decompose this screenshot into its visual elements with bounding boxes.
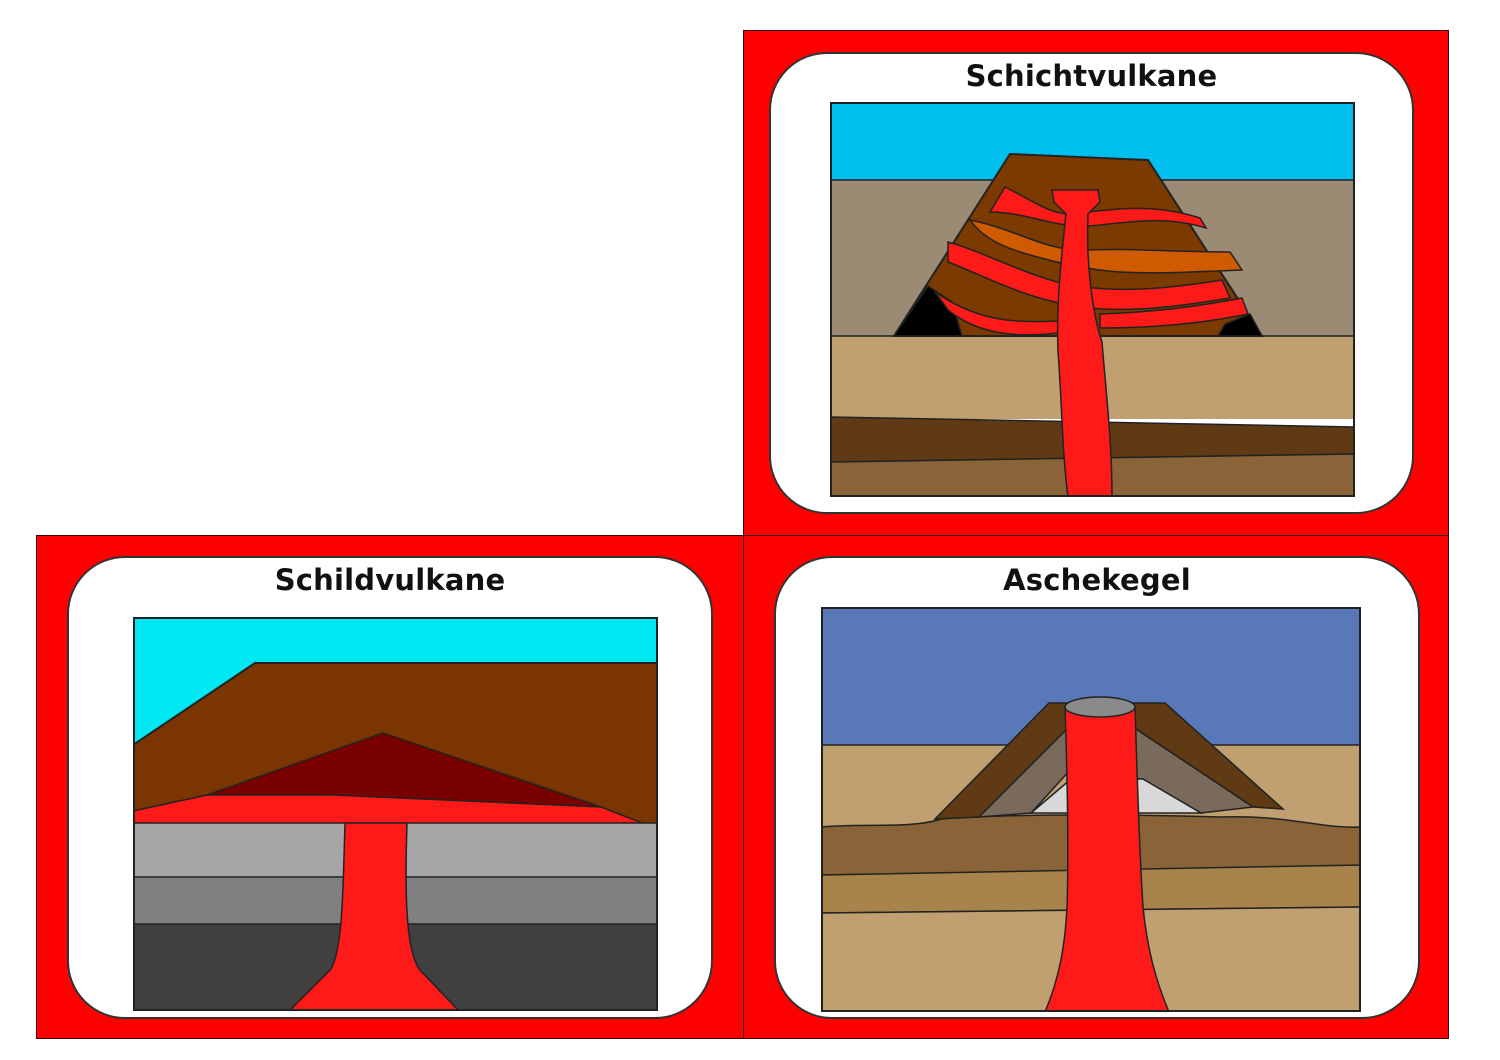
- card-title: Schildvulkane: [69, 563, 711, 597]
- card-title: Aschekegel: [776, 563, 1418, 597]
- cinder-cone-illustration: [821, 607, 1361, 1012]
- conduit-top: [1065, 697, 1135, 717]
- card-panel: Schichtvulkane: [769, 52, 1414, 514]
- card-schildvulkane: Schildvulkane: [36, 535, 744, 1039]
- card-panel: Schildvulkane: [67, 556, 713, 1019]
- card-title: Schichtvulkane: [771, 59, 1412, 93]
- card-schichtvulkane: Schichtvulkane: [743, 30, 1449, 536]
- shield-volcano-illustration: [133, 617, 658, 1011]
- card-panel: Aschekegel: [774, 556, 1420, 1019]
- stratovolcano-illustration: [830, 102, 1355, 497]
- card-aschekegel: Aschekegel: [743, 535, 1449, 1039]
